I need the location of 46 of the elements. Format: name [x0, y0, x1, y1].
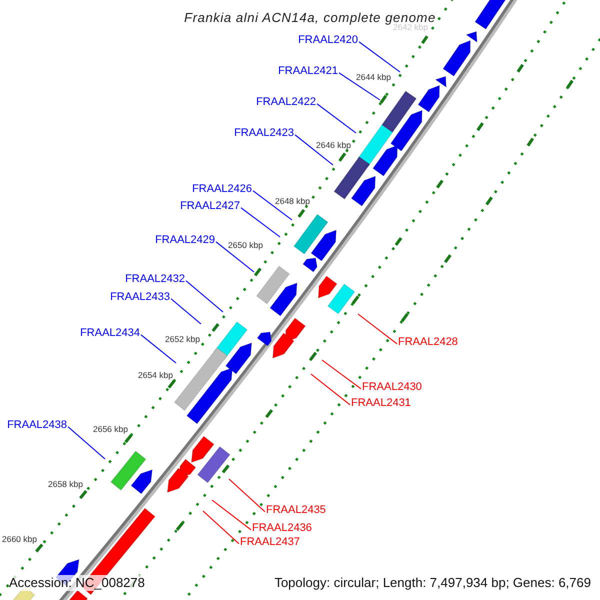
leader-line — [228, 478, 266, 512]
gene-label: FRAAL2437 — [240, 536, 300, 548]
gene-label: FRAAL2434 — [80, 327, 140, 339]
scale-label: 2656 kbp — [93, 424, 128, 436]
leader-line — [338, 72, 380, 100]
gene-label: FRAAL2428 — [398, 336, 458, 348]
leader-line — [310, 374, 350, 406]
diagram-title: Frankia alni ACN14a, complete genome — [183, 10, 437, 25]
leader-line — [294, 134, 334, 166]
leader-line — [358, 41, 400, 72]
gene-label: FRAAL2436 — [252, 522, 312, 534]
gene-label: FRAAL2427 — [180, 200, 240, 212]
gene-label: FRAAL2423 — [234, 127, 294, 139]
leader-line — [170, 298, 202, 324]
gene-label: FRAAL2421 — [278, 65, 338, 77]
leader-line — [202, 510, 240, 544]
accession-label: Accession: NC_008278 — [9, 575, 145, 591]
leader-line — [186, 280, 224, 312]
gene-label: FRAAL2431 — [351, 397, 411, 409]
leader-line — [140, 334, 176, 364]
gene-label: FRAAL2432 — [125, 273, 185, 285]
gene-label: FRAAL2429 — [155, 234, 215, 246]
gene-label: FRAAL2426 — [192, 183, 252, 195]
scale-label: 2648 kbp — [275, 196, 310, 208]
scale-label: 2654 kbp — [138, 370, 173, 382]
scale-label: 2660 kbp — [2, 534, 37, 546]
gene-label: FRAAL2435 — [266, 504, 326, 516]
leader-line — [252, 190, 292, 220]
leader-line — [68, 426, 106, 460]
leader-line — [212, 500, 252, 530]
gene-label: FRAAL2433 — [110, 291, 170, 303]
gene-label: FRAAL2422 — [256, 96, 316, 108]
leader-line — [316, 103, 356, 134]
scale-label: 2650 kbp — [228, 240, 263, 252]
scale-label: 2644 kbp — [356, 72, 391, 84]
leader-line — [216, 241, 254, 272]
leader-line — [240, 207, 280, 238]
gene-label: FRAAL2420 — [298, 34, 358, 46]
scale-label: 2646 kbp — [316, 140, 351, 152]
leader-line — [358, 314, 398, 344]
genome-stats-label: Topology: circular; Length: 7,497,934 bp; Genes: 6,769 — [274, 575, 591, 591]
leader-line — [322, 360, 362, 390]
gene-label: FRAAL2430 — [362, 381, 422, 393]
scale-label: 2658 kbp — [48, 479, 83, 490]
scale-label: 2652 kbp — [165, 334, 200, 346]
gene-label: FRAAL2438 — [7, 419, 67, 431]
